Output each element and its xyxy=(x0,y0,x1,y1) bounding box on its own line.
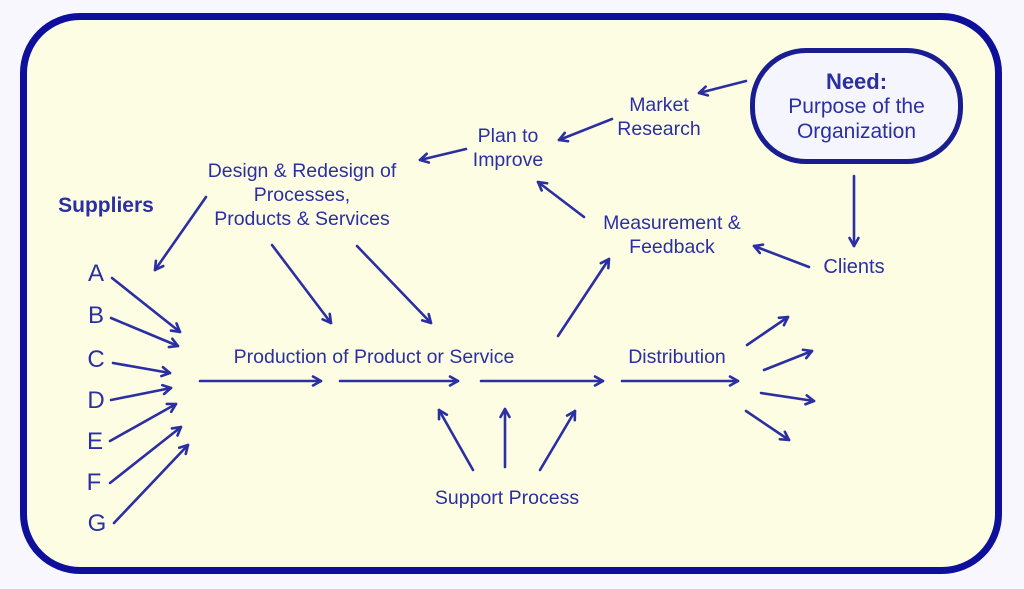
arrow-distribution-fan-3 xyxy=(759,391,816,406)
measurement-line1: Measurement & xyxy=(603,212,741,234)
arrow-market-research-to-plan xyxy=(557,117,614,143)
design-line2: Processes, xyxy=(253,184,351,206)
arrow-measurement-to-plan xyxy=(536,180,586,219)
plan-line1: Plan to xyxy=(477,125,539,147)
supplier-letter-e: E xyxy=(86,428,104,455)
arrow-supplier-c xyxy=(111,361,172,378)
need-box-line2: Purpose of the xyxy=(788,94,925,118)
support-process-label: Support Process xyxy=(434,487,580,509)
supplier-letter-a: A xyxy=(87,260,105,287)
supplier-letter-c: C xyxy=(87,346,105,373)
arrow-support-left xyxy=(437,408,475,472)
need-box-line3: Organization xyxy=(796,119,917,143)
arrow-distribution-fan-2 xyxy=(762,348,814,372)
arrow-supplier-d xyxy=(109,383,173,402)
arrow-plan-to-design xyxy=(418,147,468,164)
measurement-feedback-label: Measurement & Feedback xyxy=(603,211,741,259)
plan-to-improve-label: Plan to Improve xyxy=(473,124,543,172)
suppliers-label: Suppliers xyxy=(58,194,154,217)
market-research-label: Market Research xyxy=(617,93,700,141)
arrow-supplier-e xyxy=(108,402,178,443)
arrow-supplier-a xyxy=(110,276,182,334)
measurement-line2: Feedback xyxy=(629,236,715,258)
arrow-clients-to-measurement xyxy=(752,243,811,269)
supplier-letter-b: B xyxy=(87,302,105,329)
design-redesign-label: Design & Redesign of Processes, Products… xyxy=(208,159,397,231)
arrow-need-to-market-research xyxy=(697,79,748,97)
market-research-line2: Research xyxy=(617,118,701,140)
arrow-distribution-fan-4 xyxy=(744,409,791,442)
arrow-supplier-g xyxy=(112,443,190,525)
arrow-distribution-fan-1 xyxy=(745,315,790,347)
arrow-supplier-f xyxy=(108,425,183,485)
production-label: Production of Product or Service xyxy=(233,346,515,368)
arrow-design-to-suppliers xyxy=(153,195,208,272)
arrow-production-to-measurement xyxy=(556,257,611,338)
arrow-design-to-production-right xyxy=(355,244,433,325)
arrow-design-to-production-left xyxy=(270,243,333,325)
need-box-title: Need: xyxy=(825,68,888,94)
plan-line2: Improve xyxy=(472,149,544,171)
design-line1: Design & Redesign of xyxy=(207,160,397,182)
supplier-letter-d: D xyxy=(87,387,105,414)
market-research-line1: Market xyxy=(629,94,689,116)
arrow-support-right xyxy=(538,409,577,472)
design-line3: Products & Services xyxy=(214,208,390,230)
clients-label: Clients xyxy=(823,256,885,278)
supplier-letter-f: F xyxy=(86,469,102,496)
distribution-label: Distribution xyxy=(628,346,726,368)
arrow-supplier-b xyxy=(109,316,180,349)
supplier-letter-g: G xyxy=(87,510,107,537)
need-purpose-box: Need: Purpose of the Organization xyxy=(750,48,963,164)
